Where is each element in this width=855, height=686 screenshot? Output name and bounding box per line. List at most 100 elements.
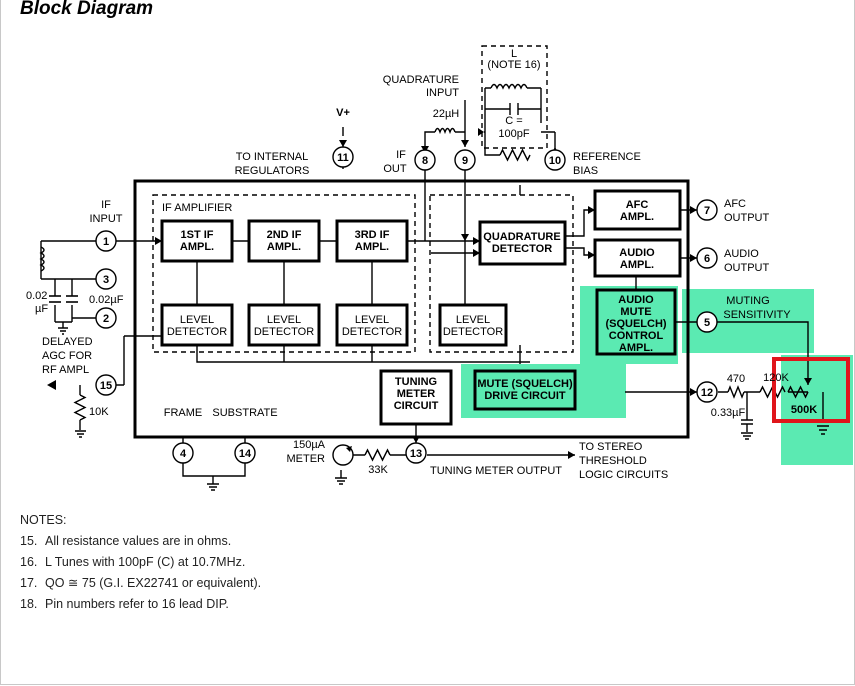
tuning-line1: TUNING (395, 376, 437, 388)
pin-2 (95, 307, 117, 329)
inductor-22uh-label: 22µH (433, 108, 460, 120)
selection-highlight (772, 357, 850, 423)
ld3-line2: DETECTOR (342, 326, 402, 338)
amp1-line2: AMPL. (180, 241, 214, 253)
mute-line3: (SQUELCH) (605, 318, 666, 330)
pin-10-label: 10 (549, 155, 561, 167)
pin-14-label: 14 (239, 448, 252, 460)
level-detector-4-box (438, 303, 508, 347)
note-number: 17. (20, 575, 38, 590)
ld1-line2: DETECTOR (167, 326, 227, 338)
afc-output-line2: OUTPUT (724, 212, 770, 224)
tuning-meter-output-label: TUNING METER OUTPUT (430, 465, 562, 477)
note-number: 16. (20, 554, 38, 569)
level-detector-2-box (247, 303, 321, 347)
ld4-line2: DETECTOR (443, 326, 503, 338)
ground-symbols (58, 327, 347, 491)
cap-right-label: 0.02µF (89, 294, 124, 306)
cap-left-line2: µF (35, 303, 48, 315)
ld2-line1: LEVEL (267, 314, 301, 326)
pin-1 (95, 230, 117, 252)
pin-15 (95, 374, 117, 396)
pin-10 (544, 149, 566, 171)
inductor-22uh (434, 127, 456, 135)
agc-line1: DELAYED (42, 336, 93, 348)
tank-inductor (490, 83, 528, 90)
if-input-line2: INPUT (90, 213, 123, 225)
frame-label: FRAME (164, 407, 203, 419)
if-amplifier-label: IF AMPLIFIER (162, 202, 232, 214)
if-out-line2: OUT (383, 163, 407, 175)
detector-group (429, 194, 574, 353)
note-text: QO ≅ 75 (G.I. EX22741 or equivalent). (45, 576, 262, 590)
pin-9-label: 9 (462, 155, 468, 167)
mute-line4: CONTROL (609, 330, 664, 342)
pin-4-label: 4 (180, 448, 187, 460)
diagram-title: Block Diagram (20, 0, 154, 19)
pin-2-label: 2 (103, 313, 109, 325)
pin-12 (696, 381, 718, 403)
pin-14 (234, 442, 256, 464)
muting-line1: MUTING (726, 295, 769, 307)
note-number: 18. (20, 596, 38, 611)
chip-outline (133, 179, 690, 439)
pin-13-label: 13 (410, 448, 422, 460)
amp3-line2: AMPL. (355, 241, 389, 253)
pin-5 (696, 311, 718, 333)
l-note-line1: L (511, 48, 517, 60)
mute-line5: AMPL. (619, 342, 653, 354)
if-out-line1: IF (396, 149, 406, 161)
resistor-33k (364, 448, 391, 462)
pin-13 (405, 442, 427, 464)
vplus-label: V+ (336, 107, 350, 119)
regulators-line1: TO INTERNAL (236, 151, 309, 163)
tuning-meter-box (379, 369, 453, 426)
note-text: Pin numbers refer to 16 lead DIP. (45, 596, 229, 611)
afc-line1: AFC (626, 199, 649, 211)
if-input-line1: IF (101, 199, 111, 211)
tank-resistor (499, 148, 531, 162)
note-text: L Tunes with 100pF (C) at 10.7MHz. (45, 554, 246, 569)
cap-033-label: 0.33µF (711, 407, 746, 419)
mute-drive-box (473, 369, 577, 411)
if-amp-1-box (160, 219, 234, 263)
agc-line3: RF AMPL (42, 364, 89, 376)
note-item: 17. QO ≅ 75 (G.I. EX22741 or equivalent)… (20, 572, 261, 593)
drive-line2: DRIVE CIRCUIT (484, 390, 566, 402)
pin-8-label: 8 (422, 155, 428, 167)
note-text: All resistance values are in ohms. (45, 533, 232, 548)
res-470-label: 470 (727, 373, 745, 385)
annotation-labels: IF AMPLIFIER IF INPUT TO INTERNAL REGULA… (26, 48, 817, 481)
pin-4 (172, 442, 194, 464)
ld3-line1: LEVEL (355, 314, 389, 326)
arrowheads (47, 128, 812, 459)
stereo-line1: TO STEREO (579, 441, 643, 453)
pin-5-label: 5 (704, 317, 710, 329)
pin-labels: 1 2 3 4 5 6 7 8 9 10 11 12 13 14 15 (100, 152, 713, 460)
notes-section: NOTES: 15. All resistance values are in … (20, 513, 261, 614)
block-diagram: 1 2 3 4 5 6 7 8 9 10 11 12 13 14 15 1ST … (26, 45, 853, 491)
res-120k-label: 120K (763, 372, 789, 384)
amp2-line2: AMPL. (267, 241, 301, 253)
mute-line2: MUTE (620, 306, 651, 318)
if-amp-3-box (335, 219, 409, 263)
stereo-line2: THRESHOLD (579, 455, 647, 467)
regulators-line2: REGULATORS (235, 165, 310, 177)
afc-ampl-box (593, 189, 682, 231)
box-labels: 1ST IF AMPL. 2ND IF AMPL. 3RD IF AMPL. L… (167, 199, 667, 412)
stereo-line3: LOGIC CIRCUITS (579, 469, 668, 481)
meter-line2: METER (287, 453, 326, 465)
note-item: 18. Pin numbers refer to 16 lead DIP. (20, 593, 261, 614)
pin-3-label: 3 (103, 274, 109, 286)
agc-line2: AGC FOR (42, 350, 92, 362)
afc-line2: AMPL. (620, 211, 654, 223)
pin-11-label: 11 (337, 152, 349, 164)
pin-7 (696, 199, 718, 221)
pins (95, 146, 718, 464)
resistor-470 (727, 385, 745, 399)
tuning-line3: CIRCUIT (394, 400, 439, 412)
tuning-line2: METER (397, 388, 436, 400)
note-number: 15. (20, 533, 38, 548)
mute-line1: AUDIO (618, 294, 654, 306)
c-line2: 100pF (498, 128, 529, 140)
